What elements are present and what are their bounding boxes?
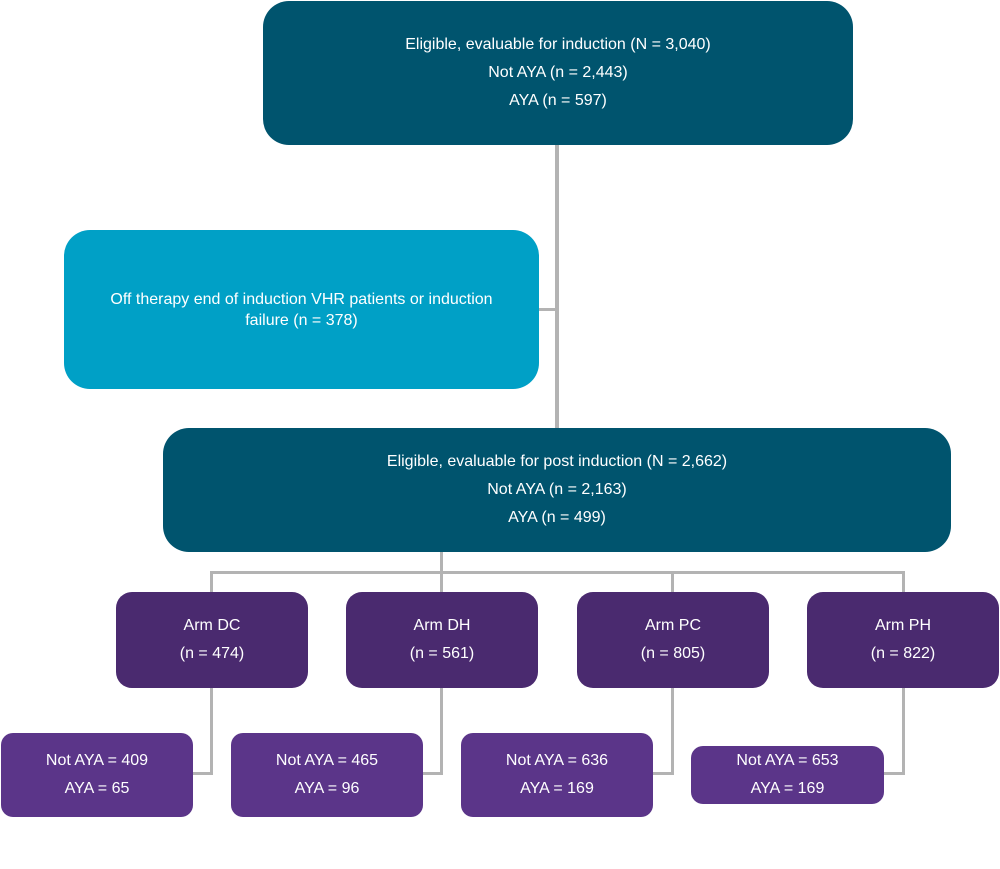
connector-arm-dh-down <box>440 687 443 775</box>
post-induction-aya: AYA (n = 499) <box>508 509 606 526</box>
arm-pc-box: Arm PC (n = 805) <box>577 592 769 688</box>
connector-arm-dh-sub <box>422 772 443 775</box>
arm-dc-n: (n = 474) <box>179 645 245 662</box>
connector-post-to-arms-horizontal <box>210 571 904 574</box>
induction-aya: AYA (n = 597) <box>509 92 607 109</box>
arm-ph-name: Arm PH <box>875 617 931 634</box>
connector-arm-ph-sub <box>883 772 905 775</box>
arm-ph-box: Arm PH (n = 822) <box>807 592 999 688</box>
induction-title: Eligible, evaluable for induction (N = 3… <box>405 36 711 53</box>
connector-induction-to-post <box>555 144 559 430</box>
arm-pc-name: Arm PC <box>645 617 701 634</box>
induction-box: Eligible, evaluable for induction (N = 3… <box>263 1 853 145</box>
induction-not-aya: Not AYA (n = 2,443) <box>488 64 628 81</box>
arm-pc-aya: AYA = 169 <box>520 780 594 797</box>
arm-dh-subgroups-box: Not AYA = 465 AYA = 96 <box>231 733 423 817</box>
arm-ph-n: (n = 822) <box>870 645 936 662</box>
excluded-text: Off therapy end of induction VHR patient… <box>110 290 493 329</box>
connector-arm-pc-down <box>671 687 674 775</box>
arm-dh-n: (n = 561) <box>409 645 475 662</box>
arm-pc-subgroups-box: Not AYA = 636 AYA = 169 <box>461 733 653 817</box>
connector-arm-dc-top <box>210 571 213 593</box>
arm-dh-box: Arm DH (n = 561) <box>346 592 538 688</box>
arm-ph-aya: AYA = 169 <box>750 780 825 797</box>
connector-arm-pc-sub <box>652 772 674 775</box>
arm-dh-aya: AYA = 96 <box>294 780 360 797</box>
connector-arm-ph-top <box>902 571 905 593</box>
arm-dc-subgroups-box: Not AYA = 409 AYA = 65 <box>1 733 193 817</box>
arm-pc-not-aya: Not AYA = 636 <box>505 752 609 769</box>
connector-excluded-branch <box>538 308 557 311</box>
connector-arm-pc-top <box>671 571 674 593</box>
post-induction-box: Eligible, evaluable for post induction (… <box>163 428 951 552</box>
arm-dc-name: Arm DC <box>183 617 241 634</box>
arm-pc-n: (n = 805) <box>640 645 706 662</box>
arm-dc-not-aya: Not AYA = 409 <box>45 752 149 769</box>
excluded-box: Off therapy end of induction VHR patient… <box>64 230 539 389</box>
arm-dh-not-aya: Not AYA = 465 <box>275 752 379 769</box>
arm-ph-not-aya: Not AYA = 653 <box>736 752 839 769</box>
post-induction-not-aya: Not AYA (n = 2,163) <box>487 481 627 498</box>
connector-arm-ph-down <box>902 687 905 775</box>
arm-dh-name: Arm DH <box>413 617 471 634</box>
arm-dc-aya: AYA = 65 <box>64 780 130 797</box>
connector-arm-dc-sub <box>192 772 213 775</box>
connector-arm-dh-top <box>440 551 443 593</box>
arm-ph-subgroups-box: Not AYA = 653 AYA = 169 <box>691 746 884 804</box>
arm-dc-box: Arm DC (n = 474) <box>116 592 308 688</box>
post-induction-title: Eligible, evaluable for post induction (… <box>386 453 728 470</box>
connector-arm-dc-down <box>210 687 213 775</box>
